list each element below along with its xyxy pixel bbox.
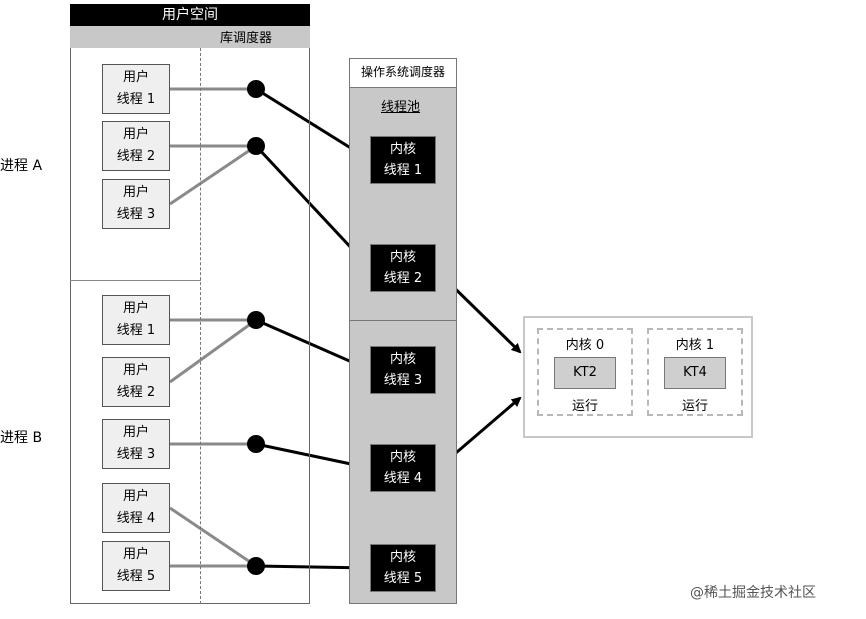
kernel-thread-line1: 内核 bbox=[389, 550, 416, 565]
process-a-label: 进程 A bbox=[0, 158, 43, 174]
ut-b2-link bbox=[169, 318, 257, 384]
core-status: 运行 bbox=[681, 399, 708, 414]
ut-a3-link bbox=[169, 144, 257, 206]
user-thread-line1: 用户 bbox=[122, 70, 149, 85]
user-thread-line2: 线程 3 bbox=[116, 207, 156, 222]
user-thread-b5: 用户 线程 5 bbox=[102, 541, 170, 591]
lib-dot-5 bbox=[247, 557, 265, 575]
user-thread-b1: 用户 线程 1 bbox=[102, 295, 170, 345]
user-thread-line1: 用户 bbox=[122, 363, 149, 378]
os-pool-divider bbox=[349, 320, 457, 321]
user-thread-a3: 用户 线程 3 bbox=[102, 179, 170, 229]
user-thread-a1: 用户 线程 1 bbox=[102, 64, 170, 114]
user-thread-line2: 线程 4 bbox=[116, 511, 156, 526]
kernel-thread-line2: 线程 1 bbox=[383, 163, 423, 178]
kernel-thread-line2: 线程 3 bbox=[383, 373, 423, 388]
core-status: 运行 bbox=[571, 399, 598, 414]
user-thread-line2: 线程 2 bbox=[116, 149, 156, 164]
user-thread-line2: 线程 2 bbox=[116, 385, 156, 400]
user-thread-a2: 用户 线程 2 bbox=[102, 121, 170, 171]
user-thread-line1: 用户 bbox=[122, 301, 149, 316]
user-thread-b4: 用户 线程 4 bbox=[102, 483, 170, 533]
kernel-thread-line2: 线程 2 bbox=[383, 271, 423, 286]
user-space-title: 用户空间 bbox=[70, 4, 310, 26]
process-divider bbox=[70, 280, 201, 281]
kernel-thread-line1: 内核 bbox=[389, 250, 416, 265]
core-running-thread: KT4 bbox=[664, 357, 726, 389]
user-thread-line1: 用户 bbox=[122, 489, 149, 504]
library-scheduler-divider bbox=[200, 48, 201, 604]
kernel-thread-4: 内核 线程 4 bbox=[370, 444, 436, 492]
user-thread-line1: 用户 bbox=[122, 425, 149, 440]
user-space-subheader bbox=[70, 26, 310, 48]
cpu-core-0: 内核 0 KT2 运行 bbox=[537, 328, 633, 416]
user-thread-line2: 线程 1 bbox=[116, 323, 156, 338]
thread-pool-label: 线程池 bbox=[381, 100, 421, 115]
lib-dot-4 bbox=[247, 435, 265, 453]
user-thread-line2: 线程 1 bbox=[116, 92, 156, 107]
kernel-thread-line1: 内核 bbox=[389, 352, 416, 367]
os-scheduler-header bbox=[349, 58, 457, 88]
kernel-thread-5: 内核 线程 5 bbox=[370, 544, 436, 592]
kernel-thread-line2: 线程 4 bbox=[383, 471, 423, 486]
user-thread-line2: 线程 5 bbox=[116, 569, 156, 584]
os-scheduler-title: 操作系统调度器 bbox=[360, 65, 445, 79]
core-title: 内核 1 bbox=[675, 338, 715, 353]
kernel-thread-2: 内核 线程 2 bbox=[370, 244, 436, 292]
os-scheduler-panel bbox=[349, 58, 457, 604]
kernel-thread-line2: 线程 5 bbox=[383, 571, 423, 586]
kernel-thread-1: 内核 线程 1 bbox=[370, 136, 436, 184]
lib-dot-2 bbox=[247, 137, 265, 155]
core-title: 内核 0 bbox=[565, 338, 605, 353]
core-running-thread: KT2 bbox=[554, 357, 616, 389]
lib-dot-3 bbox=[247, 311, 265, 329]
ut-b4-link bbox=[169, 506, 257, 568]
user-thread-b3: 用户 线程 3 bbox=[102, 419, 170, 469]
kernel-thread-3: 内核 线程 3 bbox=[370, 346, 436, 394]
user-thread-line1: 用户 bbox=[122, 185, 149, 200]
user-thread-b2: 用户 线程 2 bbox=[102, 357, 170, 407]
kernel-thread-line1: 内核 bbox=[389, 450, 416, 465]
user-thread-line1: 用户 bbox=[122, 127, 149, 142]
library-scheduler-label: 库调度器 bbox=[220, 31, 273, 46]
user-thread-line1: 用户 bbox=[122, 547, 149, 562]
kernel-thread-line1: 内核 bbox=[389, 142, 416, 157]
watermark-text: @稀土掘金技术社区 bbox=[690, 585, 816, 601]
process-b-label: 进程 B bbox=[0, 430, 43, 446]
cpu-core-1: 内核 1 KT4 运行 bbox=[647, 328, 743, 416]
user-thread-line2: 线程 3 bbox=[116, 447, 156, 462]
lib-dot-1 bbox=[247, 80, 265, 98]
